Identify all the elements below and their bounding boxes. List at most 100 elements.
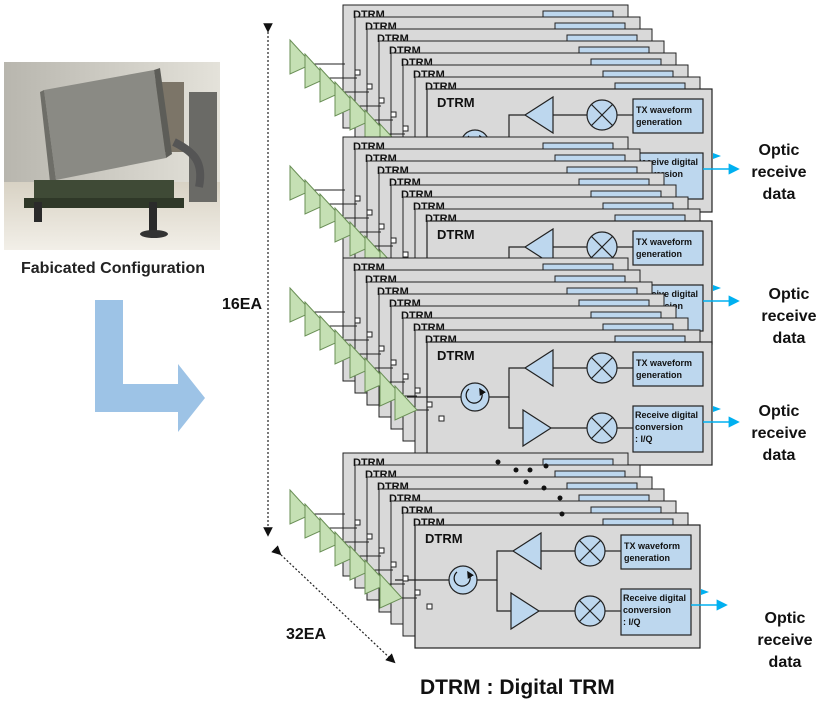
connector-icon <box>354 317 361 324</box>
optic-line2: receive <box>761 308 817 325</box>
module-title: DTRM <box>437 227 475 242</box>
photo-caption: Fabicated Configuration <box>21 260 205 277</box>
optic-label-1: Optic receive data <box>739 140 819 206</box>
rx-conversion-line2: conversion <box>635 422 683 432</box>
tx-waveform-block <box>632 98 704 134</box>
rx-conversion-line3: : I/Q <box>623 617 641 627</box>
connector-icon <box>414 387 421 394</box>
connector-icon <box>402 373 409 380</box>
circulator-icon <box>460 382 490 412</box>
connector-icon <box>366 209 373 216</box>
optic-label-4: Optic receive data <box>745 608 825 674</box>
optic-line2: receive <box>751 164 807 181</box>
module-title: DTRM <box>425 531 463 546</box>
rx-path-line <box>496 580 511 612</box>
connector-icon <box>426 401 433 408</box>
connector-icon <box>366 83 373 90</box>
optic-line1: Optic <box>758 403 800 420</box>
connector-icon <box>354 195 361 202</box>
tx-waveform-line2: generation <box>624 553 670 563</box>
connector-icon <box>438 415 445 422</box>
connector-icon <box>354 69 361 76</box>
antenna-array-1 <box>289 38 445 174</box>
mixer-cross <box>590 416 614 440</box>
rx-conversion-line1: Receive digital <box>635 410 698 420</box>
circulator-arrow-icon <box>453 570 474 587</box>
optic-line2: receive <box>757 632 813 649</box>
mixer-cross <box>590 235 614 259</box>
connector-icon <box>402 125 409 132</box>
connector-icon <box>378 223 385 230</box>
rx-amplifier-icon <box>522 408 553 448</box>
tx-waveform-line2: generation <box>636 117 682 127</box>
mixer-cross <box>590 356 614 380</box>
footer-caption: DTRM : Digital TRM <box>420 676 615 699</box>
connector-icon <box>390 561 397 568</box>
optic-line3: data <box>768 654 802 671</box>
optic-line2: receive <box>751 425 807 442</box>
rx-conversion-line1: Receive digital <box>635 289 698 299</box>
tx-waveform-line1: TX waveform <box>624 541 680 551</box>
connector-icon <box>354 519 361 526</box>
module-title: DTRM <box>437 95 475 110</box>
connector-icon <box>390 111 397 118</box>
label-32ea: 32EA <box>286 626 327 643</box>
module-title: DTRM <box>437 348 475 363</box>
optic-marker-icon <box>713 153 721 159</box>
optic-label-3: Optic receive data <box>739 401 819 467</box>
mixer-cross <box>590 103 614 127</box>
ellipsis-dots <box>495 459 565 517</box>
optic-line3: data <box>772 330 806 347</box>
connector-icon <box>366 331 373 338</box>
optic-line3: data <box>762 447 796 464</box>
tx-waveform-line1: TX waveform <box>636 358 692 368</box>
rx-conversion-line1: Receive digital <box>623 593 686 603</box>
connector-icon <box>390 359 397 366</box>
connector-icon <box>378 97 385 104</box>
connector-icon <box>378 547 385 554</box>
mixer-cross <box>578 539 602 563</box>
antenna-array-4 <box>289 488 433 610</box>
optic-line1: Optic <box>768 286 810 303</box>
tx-waveform-block <box>620 534 692 570</box>
tx-path-line <box>489 367 527 398</box>
circulator-icon <box>448 565 478 595</box>
optic-line1: Optic <box>764 610 806 627</box>
connector-icon <box>414 589 421 596</box>
flow-arrow <box>95 300 205 432</box>
tx-waveform-line1: TX waveform <box>636 237 692 247</box>
tx-waveform-line2: generation <box>636 370 682 380</box>
antenna-element-icon <box>394 384 418 421</box>
rx-conversion-block <box>632 405 704 453</box>
tx-waveform-block <box>632 230 704 266</box>
rx-conversion-line3: : I/Q <box>635 434 653 444</box>
antenna-array-3 <box>289 286 445 422</box>
optic-marker-icon <box>713 285 721 291</box>
connector-icon <box>402 575 409 582</box>
fabricated-configuration-photo <box>4 62 220 250</box>
circulator-arrow-icon <box>465 387 486 404</box>
mixer-cross <box>578 599 602 623</box>
optic-marker-icon <box>713 406 721 412</box>
optic-line3: data <box>762 186 796 203</box>
optic-line1: Optic <box>758 142 800 159</box>
tx-path-line <box>477 550 515 581</box>
antenna-element-icon <box>379 572 403 609</box>
tx-waveform-block <box>632 351 704 387</box>
tx-waveform-line1: TX waveform <box>636 105 692 115</box>
connector-icon <box>426 603 433 610</box>
rx-amplifier-icon <box>510 591 541 631</box>
optic-marker-icon <box>701 589 709 595</box>
connector-icon <box>366 533 373 540</box>
rx-conversion-line2: conversion <box>623 605 671 615</box>
tx-waveform-line2: generation <box>636 249 682 259</box>
connector-icon <box>378 345 385 352</box>
connector-icon <box>402 251 409 258</box>
connector-icon <box>390 237 397 244</box>
label-16ea: 16EA <box>222 296 263 313</box>
rx-path-line <box>508 397 523 429</box>
rx-conversion-block <box>620 588 692 636</box>
